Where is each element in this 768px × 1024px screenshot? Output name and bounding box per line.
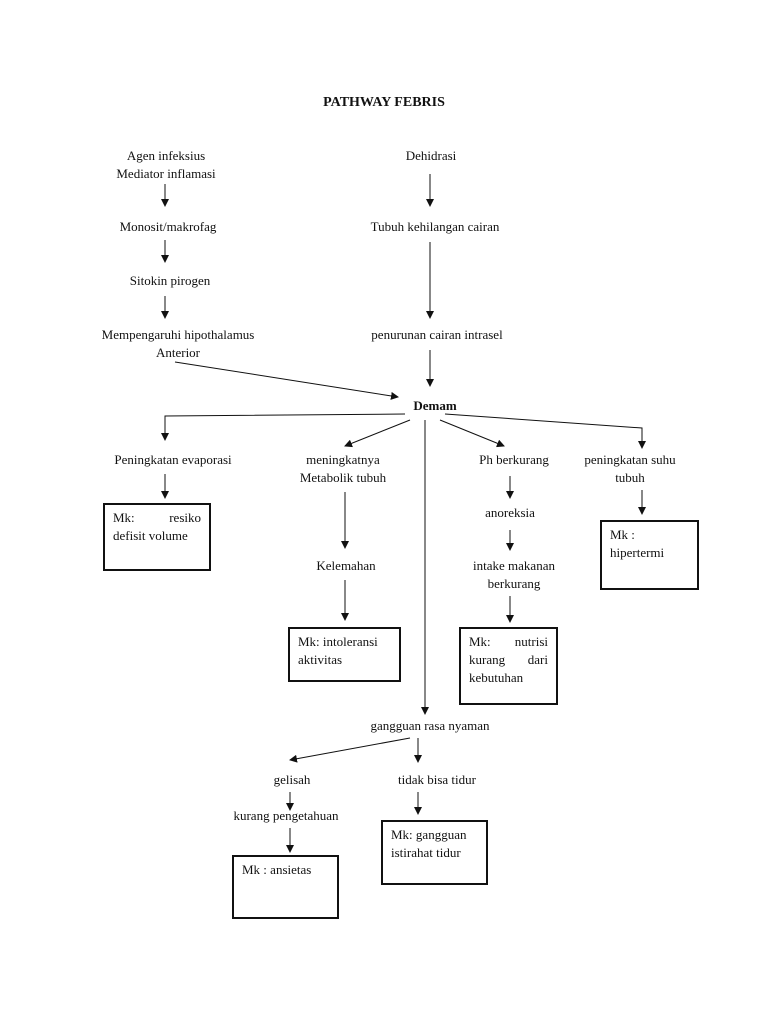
node-agen-infeksius: Agen infeksius Mediator inflamasi: [116, 147, 215, 183]
diagnosis-box-defisit-volume: Mk: resiko defisit volume: [103, 503, 211, 571]
node-metabolik-line-2: Metabolik tubuh: [299, 470, 387, 485]
diagnosis-box-ansietas: Mk : ansietas: [232, 855, 339, 919]
node-kelemahan: Kelemahan: [316, 558, 376, 573]
arrow-demam-evaporasi: [161, 413, 406, 441]
node-sitokin: Sitokin pirogen: [129, 273, 211, 288]
node-monosit: Monosit/makrofag: [119, 219, 217, 234]
node-tubuh-kehilangan-cairan: Tubuh kehilangan cairan: [370, 219, 500, 234]
node-kurang-pengetahuan: kurang pengetahuan: [233, 808, 339, 823]
node-anoreksia: anoreksia: [485, 505, 535, 520]
diagnosis-box-istirahat: Mk: gangguan istirahat tidur: [381, 820, 488, 885]
node-demam: Demam: [413, 398, 457, 413]
node-suhu-line-2: tubuh: [615, 470, 645, 485]
arrow-demam-suhu: [444, 413, 646, 449]
node-metabolik-line-1: meningkatnya: [306, 452, 380, 467]
node-agen-line-1: Agen infeksius: [126, 148, 206, 163]
node-dehidrasi: Dehidrasi: [405, 148, 457, 163]
node-peningkatan-evaporasi: Peningkatan evaporasi: [114, 452, 232, 467]
arrow-demam-metabolik: [344, 419, 411, 448]
node-hipothalamus-line-1: Mempengaruhi hipothalamus: [101, 327, 255, 342]
arrow-hipothalamus-demam: [174, 361, 399, 400]
node-hipothalamus-line-2: Anterior: [155, 345, 201, 360]
node-ph-berkurang: Ph berkurang: [479, 452, 549, 467]
node-intake-line-1: intake makanan: [473, 558, 555, 573]
node-penurunan-cairan: penurunan cairan intrasel: [371, 327, 503, 342]
arrow-demam-ph: [439, 419, 505, 448]
diagnosis-box-nutrisi: Mk: nutrisi kurang dari kebutuhan: [459, 627, 558, 705]
node-tidak-bisa-tidur: tidak bisa tidur: [398, 772, 476, 787]
node-suhu-line-1: peningkatan suhu: [584, 452, 676, 467]
node-hipothalamus: Mempengaruhi hipothalamus Anterior: [102, 326, 255, 362]
arrow-nyaman-gelisah: [289, 737, 411, 763]
diagnosis-box-intoleransi: Mk: intoleransi aktivitas: [288, 627, 401, 682]
node-agen-line-2: Mediator inflamasi: [116, 166, 216, 181]
node-gangguan-rasa-nyaman: gangguan rasa nyaman: [370, 718, 490, 733]
node-metabolik: meningkatnya Metabolik tubuh: [300, 451, 386, 487]
node-intake-line-2: berkurang: [487, 576, 541, 591]
node-gelisah: gelisah: [273, 772, 311, 787]
page-title: PATHWAY FEBRIS: [323, 95, 445, 110]
node-peningkatan-suhu: peningkatan suhu tubuh: [584, 451, 675, 487]
node-intake-makanan: intake makanan berkurang: [473, 557, 555, 593]
diagnosis-box-hipertermi: Mk : hipertermi: [600, 520, 699, 590]
